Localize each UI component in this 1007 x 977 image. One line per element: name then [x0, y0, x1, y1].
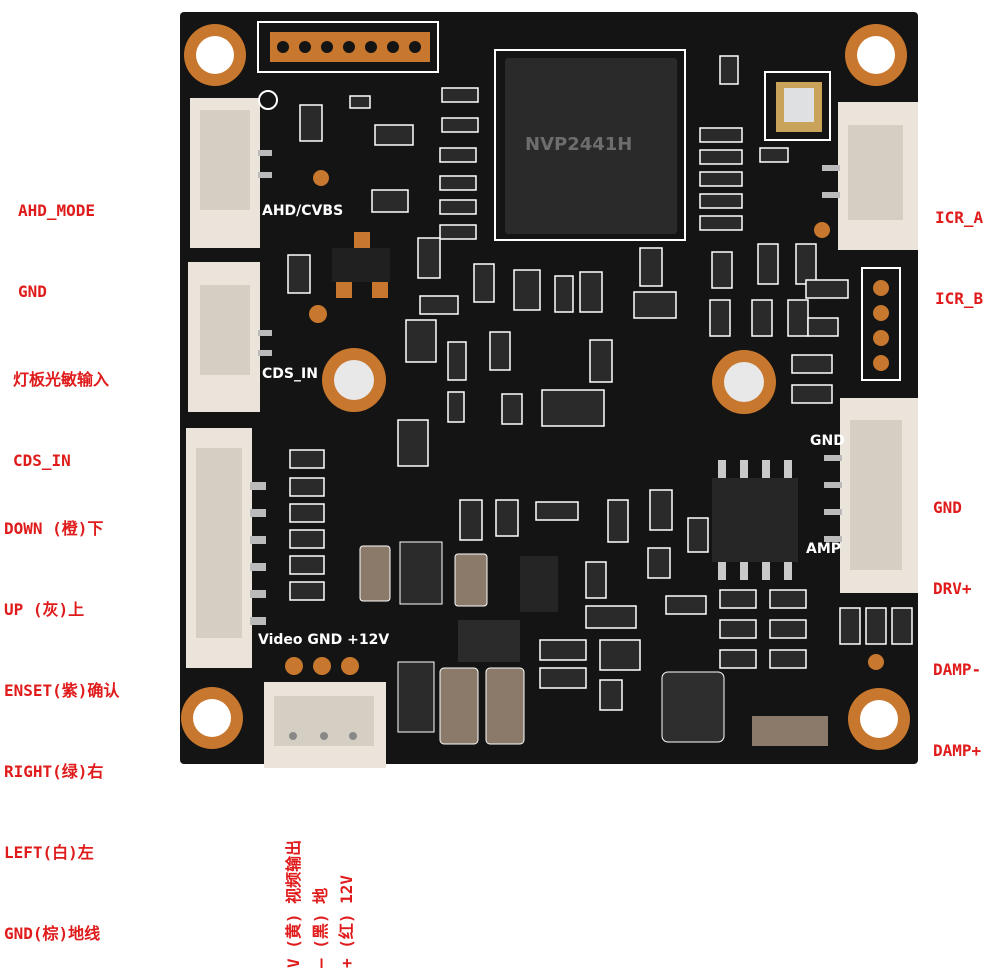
mounting-hole-center-right [712, 350, 776, 414]
label-gnd-buttons: GND(棕)地线 [4, 924, 101, 943]
connector-ahd-mode [190, 98, 272, 248]
chip-marking: NVP2441H [525, 134, 632, 155]
mounting-hole-top-right [845, 24, 907, 86]
mounting-hole-bottom-left [181, 687, 243, 749]
mounting-hole-center-left [322, 348, 386, 412]
power-components [359, 541, 828, 746]
label-cds-in: CDS_IN [13, 451, 71, 470]
label-enset: ENSET(紫)确认 [4, 681, 120, 700]
driver-ic-8pin [712, 460, 798, 580]
label-gnd-2: GND [933, 498, 962, 517]
silk-gnd: GND [810, 433, 845, 449]
label-group-buttons: DOWN (橙)下 UP (灰)上 ENSET(紫)确认 RIGHT(绿)右 L… [4, 461, 119, 974]
pin-header-top [257, 21, 439, 73]
main-processor-chip: NVP2441H [494, 49, 686, 241]
label-icr-a: ICR_A [935, 208, 984, 227]
connector-cds-in [188, 262, 272, 412]
label-group-cds: 灯板光敏输入 CDS_IN [13, 312, 109, 501]
connector-icr [822, 102, 918, 250]
label-left: LEFT(白)左 [4, 843, 94, 862]
silk-ahd-cvbs: AHD/CVBS [262, 203, 343, 219]
transistor-sot23 [332, 232, 390, 298]
silk-cds-in: CDS_IN [262, 366, 318, 382]
video-pads [285, 657, 359, 675]
connector-video-power [264, 682, 386, 768]
label-up: UP (灰)上 [4, 600, 85, 619]
label-damp-plus: DAMP+ [933, 741, 982, 760]
label-right: RIGHT(绿)右 [4, 762, 104, 781]
silk-video-header: Video GND +12V [258, 632, 389, 648]
mounting-hole-bottom-right [848, 688, 910, 750]
test-pads [258, 90, 884, 670]
pin-header-right [861, 267, 901, 381]
crystal-oscillator [764, 71, 831, 141]
label-gnd-1: GND [18, 282, 47, 301]
connector-buttons-6pin [186, 428, 266, 668]
label-12v: + (红) 12V [337, 874, 356, 968]
label-icr-b: ICR_B [935, 289, 984, 308]
label-cds-chinese: 灯板光敏输入 [13, 370, 110, 389]
label-group-icr: ICR_A ICR_B [935, 150, 983, 339]
label-damp-minus: DAMP- [933, 660, 982, 679]
label-group-ahd: AHD_MODE GND [18, 143, 95, 332]
mounting-hole-top-left [184, 24, 246, 86]
label-drv-plus: DRV+ [933, 579, 972, 598]
label-ahd-mode: AHD_MODE [18, 201, 96, 220]
silk-amp: AMP [806, 541, 841, 557]
label-video-out: V (黄) 视频输出 [284, 839, 303, 968]
label-group-iris: GND DRV+ DAMP- DAMP+ [933, 440, 981, 791]
connector-iris-driver [824, 398, 918, 593]
smd-components [287, 55, 913, 711]
label-ground: – (黑) 地 [311, 887, 330, 968]
label-down: DOWN (橙)下 [4, 519, 104, 538]
